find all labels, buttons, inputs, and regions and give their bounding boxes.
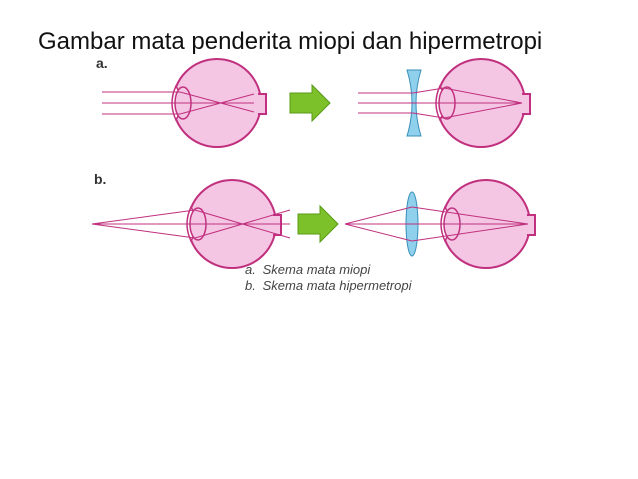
page-title: Gambar mata penderita miopi dan hipermet… xyxy=(38,28,543,55)
legend-letter: a. xyxy=(245,262,256,277)
legend-text: Skema mata miopi xyxy=(262,262,371,277)
legend-letter: b. xyxy=(245,278,256,293)
legend-text: Skema mata hipermetropi xyxy=(262,278,412,293)
right-arrow-icon xyxy=(289,83,331,123)
legend-item-a: a. Skema mata miopi xyxy=(245,262,411,278)
row-label-b: b. xyxy=(94,171,107,187)
corrected-hypermetropia-rays xyxy=(344,206,529,242)
right-arrow-icon xyxy=(297,204,339,244)
legend-item-b: b. Skema mata hipermetropi xyxy=(245,278,411,294)
legend: a. Skema mata miopi b. Skema mata hiperm… xyxy=(245,262,411,294)
myopia-rays xyxy=(102,91,255,115)
hypermetropia-rays xyxy=(91,209,291,239)
row-label-a: a. xyxy=(96,55,108,71)
corrected-myopia-rays xyxy=(358,87,523,119)
